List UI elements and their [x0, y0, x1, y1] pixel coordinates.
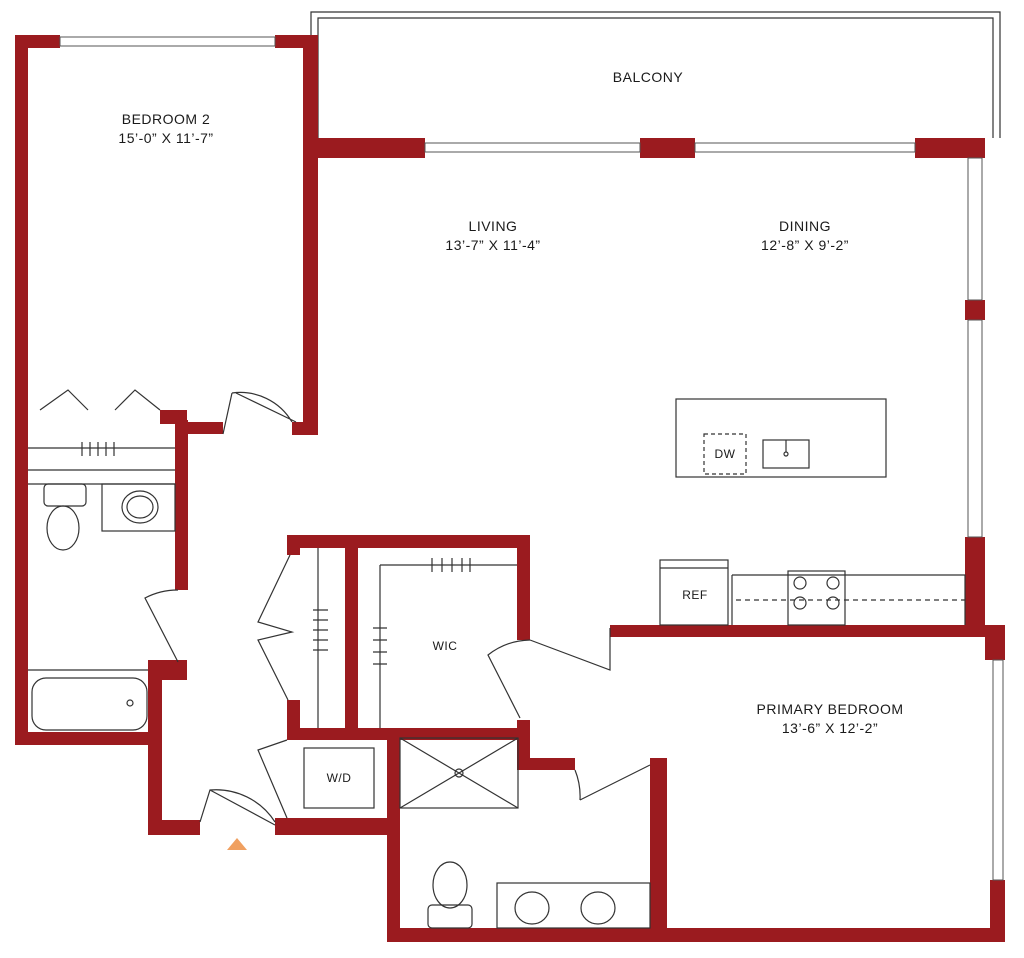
primary-bath-fixtures [303, 737, 651, 929]
room-name: LIVING [468, 218, 518, 234]
doors [39, 389, 651, 826]
room-label-wic: WIC [432, 639, 458, 653]
walls [15, 35, 1005, 942]
room-label-living: LIVING 13’-7” X 11’-4” [445, 217, 540, 255]
room-size: 15’-0” X 11’-7” [118, 130, 214, 146]
room-label-balcony: BALCONY [612, 69, 684, 85]
room-size: 13’-7” X 11’-4” [445, 237, 541, 253]
kitchen [659, 398, 966, 626]
room-size: 13’-6” X 12’-2” [781, 720, 879, 736]
room-label-dining: DINING 12’-8” X 9’-2” [761, 217, 849, 255]
room-name: PRIMARY BEDROOM [756, 701, 904, 717]
fixture-label-refrigerator: REF [682, 588, 708, 602]
room-label-primary-bedroom: PRIMARY BEDROOM 13’-6” X 12’-2” [756, 700, 903, 738]
closet-shelves [28, 442, 517, 728]
fixture-label-dishwasher: DW [714, 447, 736, 461]
entry-marker-icon [227, 838, 247, 850]
room-size: 12’-8” X 9’-2” [761, 237, 849, 253]
windows [59, 36, 1004, 881]
fixture-label-washer-dryer: W/D [326, 771, 352, 785]
room-label-bedroom-2: BEDROOM 2 15’-0” X 11’-7” [118, 110, 213, 148]
room-name: BEDROOM 2 [121, 111, 211, 127]
bathroom-2-fixtures [28, 483, 176, 731]
room-name: DINING [778, 218, 831, 234]
